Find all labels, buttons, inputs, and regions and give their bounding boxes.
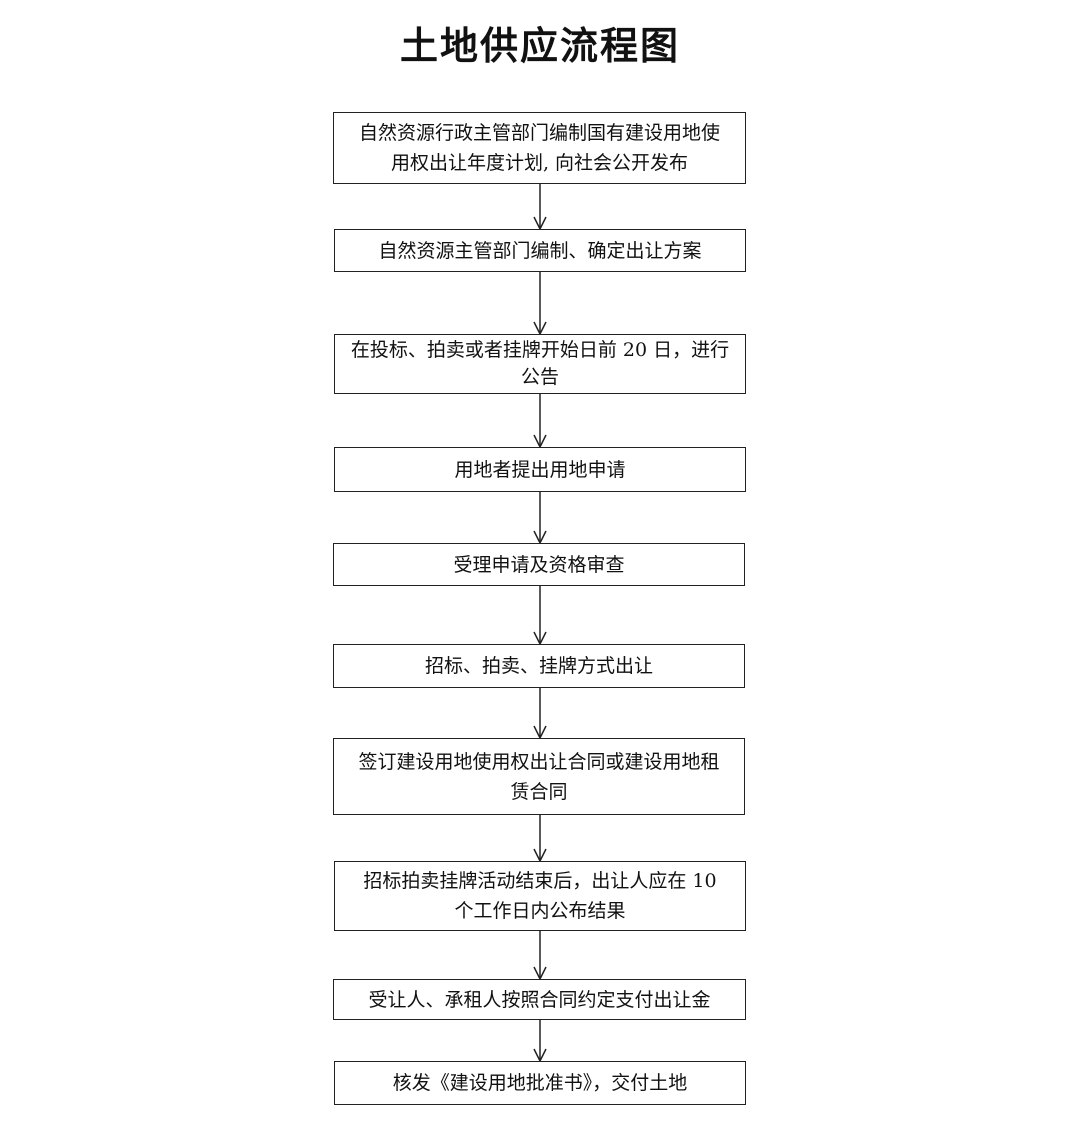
step-4-line-1: 用地者提出用地申请	[454, 458, 626, 481]
step-3-line-1: 在投标、拍卖或者挂牌开始日前 20 日，进行	[350, 339, 730, 361]
step-2-line-1: 自然资源主管部门编制、确定出让方案	[378, 239, 702, 262]
step-10-box: 核发《建设用地批准书》，交付土地	[334, 1061, 746, 1105]
step-9-line-1: 受让人、承租人按照合同约定支付出让金	[368, 988, 711, 1011]
step-7-box: 签订建设用地使用权出让合同或建设用地租 赁合同	[333, 738, 745, 815]
step-1-line-1: 自然资源行政主管部门编制国有建设用地使	[358, 122, 720, 144]
step-8-line-2: 个工作日内公布结果	[454, 900, 626, 922]
step-1-line-2: 用权出让年度计划, 向社会公开发布	[390, 152, 689, 174]
step-7-line-1: 签订建设用地使用权出让合同或建设用地租	[358, 750, 720, 773]
step-5-box: 受理申请及资格审查	[333, 543, 745, 586]
step-1-box: 自然资源行政主管部门编制国有建设用地使 用权出让年度计划, 向社会公开发布	[333, 112, 746, 184]
step-8-line-1: 招标拍卖挂牌活动结束后，出让人应在 10	[363, 870, 717, 892]
step-10-line-1: 核发《建设用地批准书》，交付土地	[392, 1072, 688, 1094]
step-5-line-1: 受理申请及资格审查	[453, 553, 625, 576]
step-4-box: 用地者提出用地申请	[334, 447, 746, 492]
step-7-line-2: 赁合同	[510, 780, 568, 803]
page-title: 土地供应流程图	[399, 23, 680, 68]
step-3-line-2: 公告	[520, 366, 559, 388]
step-6-box: 招标、拍卖、挂牌方式出让	[333, 644, 745, 688]
step-9-box: 受让人、承租人按照合同约定支付出让金	[333, 979, 746, 1020]
step-6-line-1: 招标、拍卖、挂牌方式出让	[424, 655, 653, 677]
step-8-box: 招标拍卖挂牌活动结束后，出让人应在 10 个工作日内公布结果	[334, 861, 746, 931]
step-2-box: 自然资源主管部门编制、确定出让方案	[334, 229, 746, 272]
step-3-box: 在投标、拍卖或者挂牌开始日前 20 日，进行 公告	[334, 334, 746, 394]
